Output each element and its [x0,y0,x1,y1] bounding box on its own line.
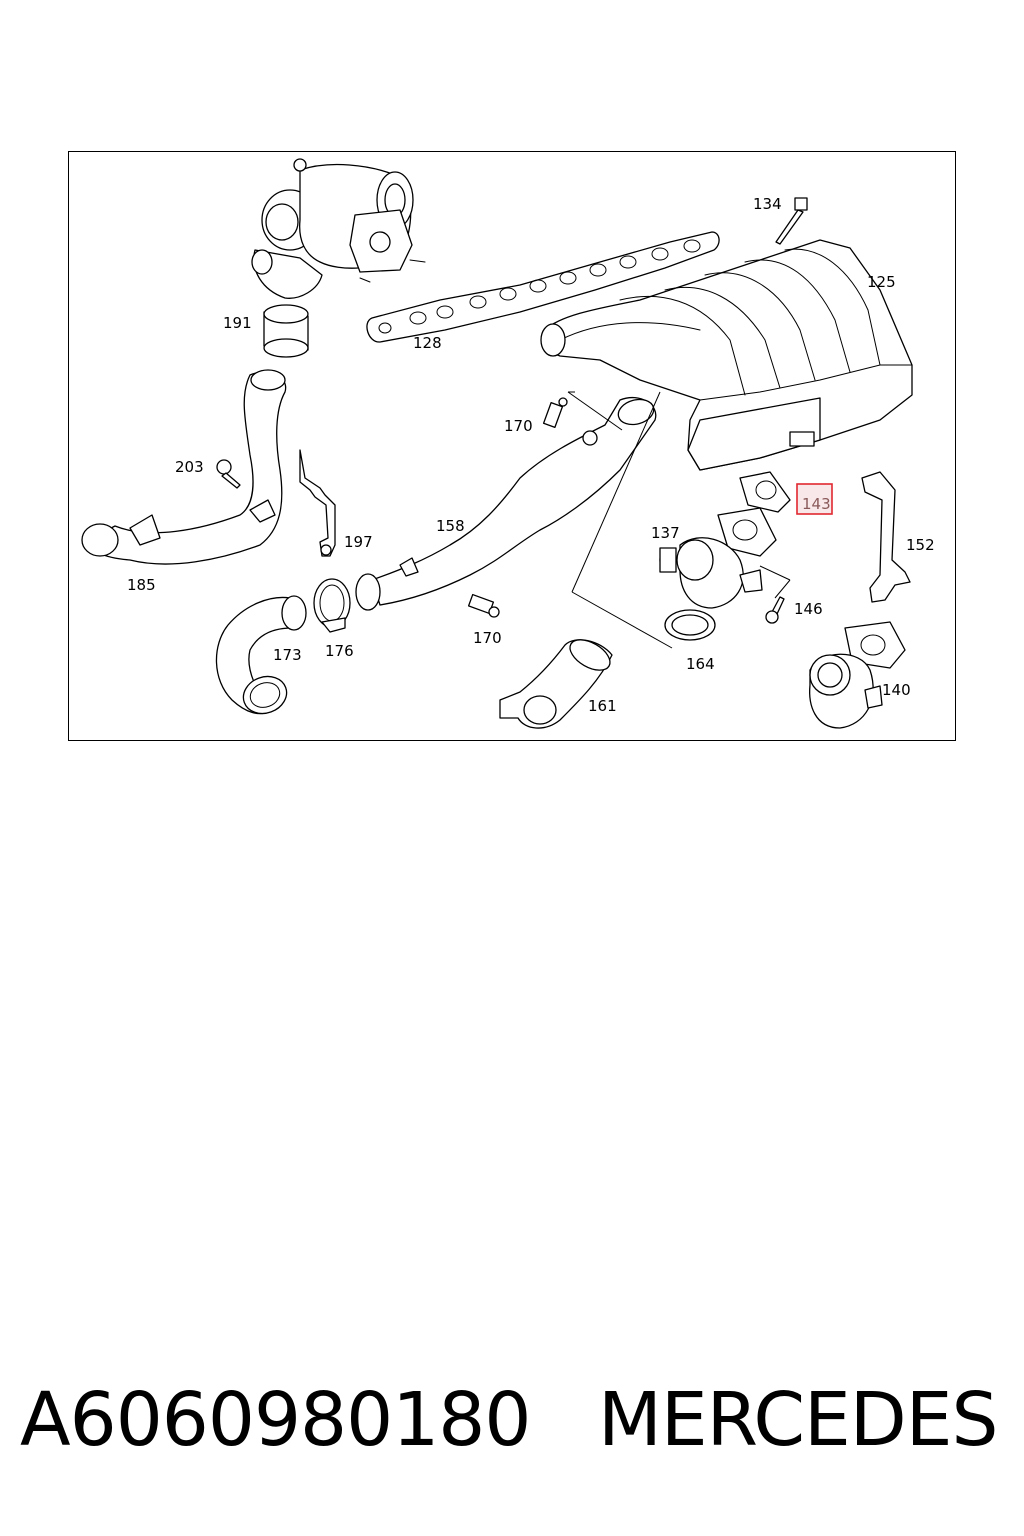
bolt-146 [765,596,785,624]
callout-125: 125 [867,273,896,291]
hose-173 [215,595,307,715]
highlight-box-143 [796,483,833,515]
turbocharger [251,158,426,299]
callout-143: 143 [802,495,831,513]
callout-128: 128 [413,334,442,352]
leader-lines [567,391,791,649]
callout-140: 140 [882,681,911,699]
clamp-176 [313,578,351,633]
hose-185 [81,369,287,565]
callout-158: 158 [436,517,465,535]
diagram-frame [68,151,956,741]
bracket-152 [861,471,911,603]
sensor-170-lower [467,593,500,618]
callout-170-upper: 170 [504,417,533,435]
seal-ring-164 [664,609,716,641]
callout-191: 191 [223,314,252,332]
callout-173: 173 [273,646,302,664]
egr-valve-137 [659,507,777,609]
sensor-170-upper [542,397,568,429]
bolt-134 [775,197,808,245]
callout-146: 146 [794,600,823,618]
pipe-161 [499,639,613,729]
hose-158 [355,396,657,611]
callout-176: 176 [325,642,354,660]
callout-185: 185 [127,576,156,594]
parts-diagram: 125 128 134 137 140 143 146 152 158 161 … [81,158,935,729]
egr-valve-140 [809,621,906,729]
footer: A6060980180 MERCEDES [0,1370,1024,1470]
callout-labels: 125 128 134 137 140 143 146 152 158 161 … [127,195,935,715]
callout-203: 203 [175,458,204,476]
gasket-143 [739,471,791,513]
manifold-gasket-128 [366,231,720,343]
callout-134: 134 [753,195,782,213]
callout-161: 161 [588,697,617,715]
callout-164: 164 [686,655,715,673]
bracket-197 [299,449,336,557]
brand-name: MERCEDES [598,1377,998,1463]
intake-manifold-125 [540,239,913,471]
callout-152: 152 [906,536,935,554]
callout-197: 197 [344,533,373,551]
bolt-203 [216,459,241,489]
part-number: A6060980180 [20,1377,531,1463]
bushing-191 [263,304,309,358]
callout-137: 137 [651,524,680,542]
callout-170-lower: 170 [473,629,502,647]
